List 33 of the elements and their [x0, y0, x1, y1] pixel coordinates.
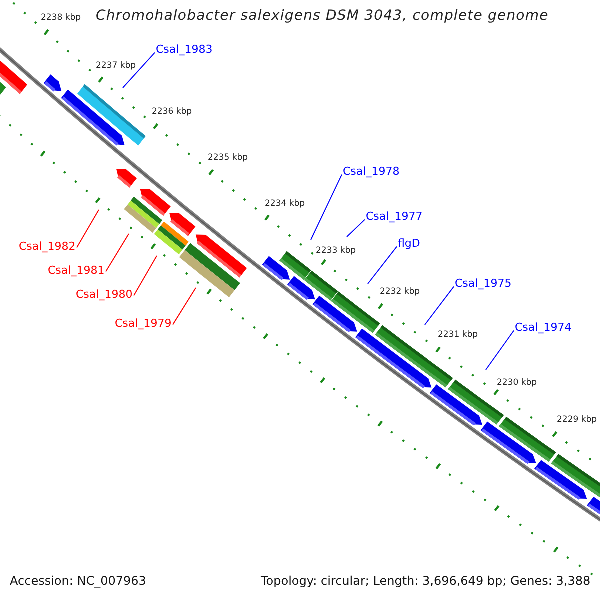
- position-tick-label: 2229 kbp: [557, 415, 598, 425]
- genome-info-text: Topology: circular; Length: 3,696,649 bp; Genes: 3,388: [261, 574, 591, 588]
- position-tick-label: 2231 kbp: [438, 330, 478, 340]
- gene-label: Csal_1981: [48, 264, 105, 277]
- position-tick-label: 2237 kbp: [96, 61, 136, 71]
- gene-label: Csal_1975: [455, 277, 512, 290]
- leader-line: [134, 256, 158, 296]
- leader-line: [106, 234, 130, 272]
- leader-line: [424, 286, 454, 326]
- position-tick-label: 2235 kbp: [208, 153, 248, 163]
- leader-line: [172, 288, 196, 326]
- leader-line: [310, 174, 342, 240]
- genome-info-text: Accession: NC_007963: [10, 574, 146, 588]
- leader-line: [346, 219, 366, 238]
- gene-label: Csal_1977: [366, 210, 423, 223]
- position-tick-label: 2238 kbp: [41, 13, 82, 23]
- gene-label: Csal_1980: [76, 288, 133, 301]
- gene-label: Csal_1983: [156, 43, 213, 56]
- position-tick-label: 2233 kbp: [316, 246, 356, 256]
- position-tick-label: 2234 kbp: [265, 199, 306, 209]
- gene-label: Csal_1978: [343, 165, 400, 178]
- gene-label: Csal_1974: [515, 321, 572, 334]
- position-tick-label: 2232 kbp: [380, 287, 420, 297]
- position-tick-label: 2230 kbp: [497, 378, 538, 388]
- leader-line: [122, 52, 156, 88]
- leader-line: [486, 330, 514, 370]
- gene-label: Csal_1979: [115, 317, 172, 330]
- map-title: Chromohalobacter salexigens DSM 3043, complete genome: [96, 8, 549, 24]
- leader-line: [368, 246, 398, 284]
- gene-label: Csal_1982: [19, 240, 76, 253]
- gene-label: flgD: [398, 237, 420, 250]
- leader-line: [76, 210, 100, 248]
- position-tick-label: 2236 kbp: [152, 107, 192, 117]
